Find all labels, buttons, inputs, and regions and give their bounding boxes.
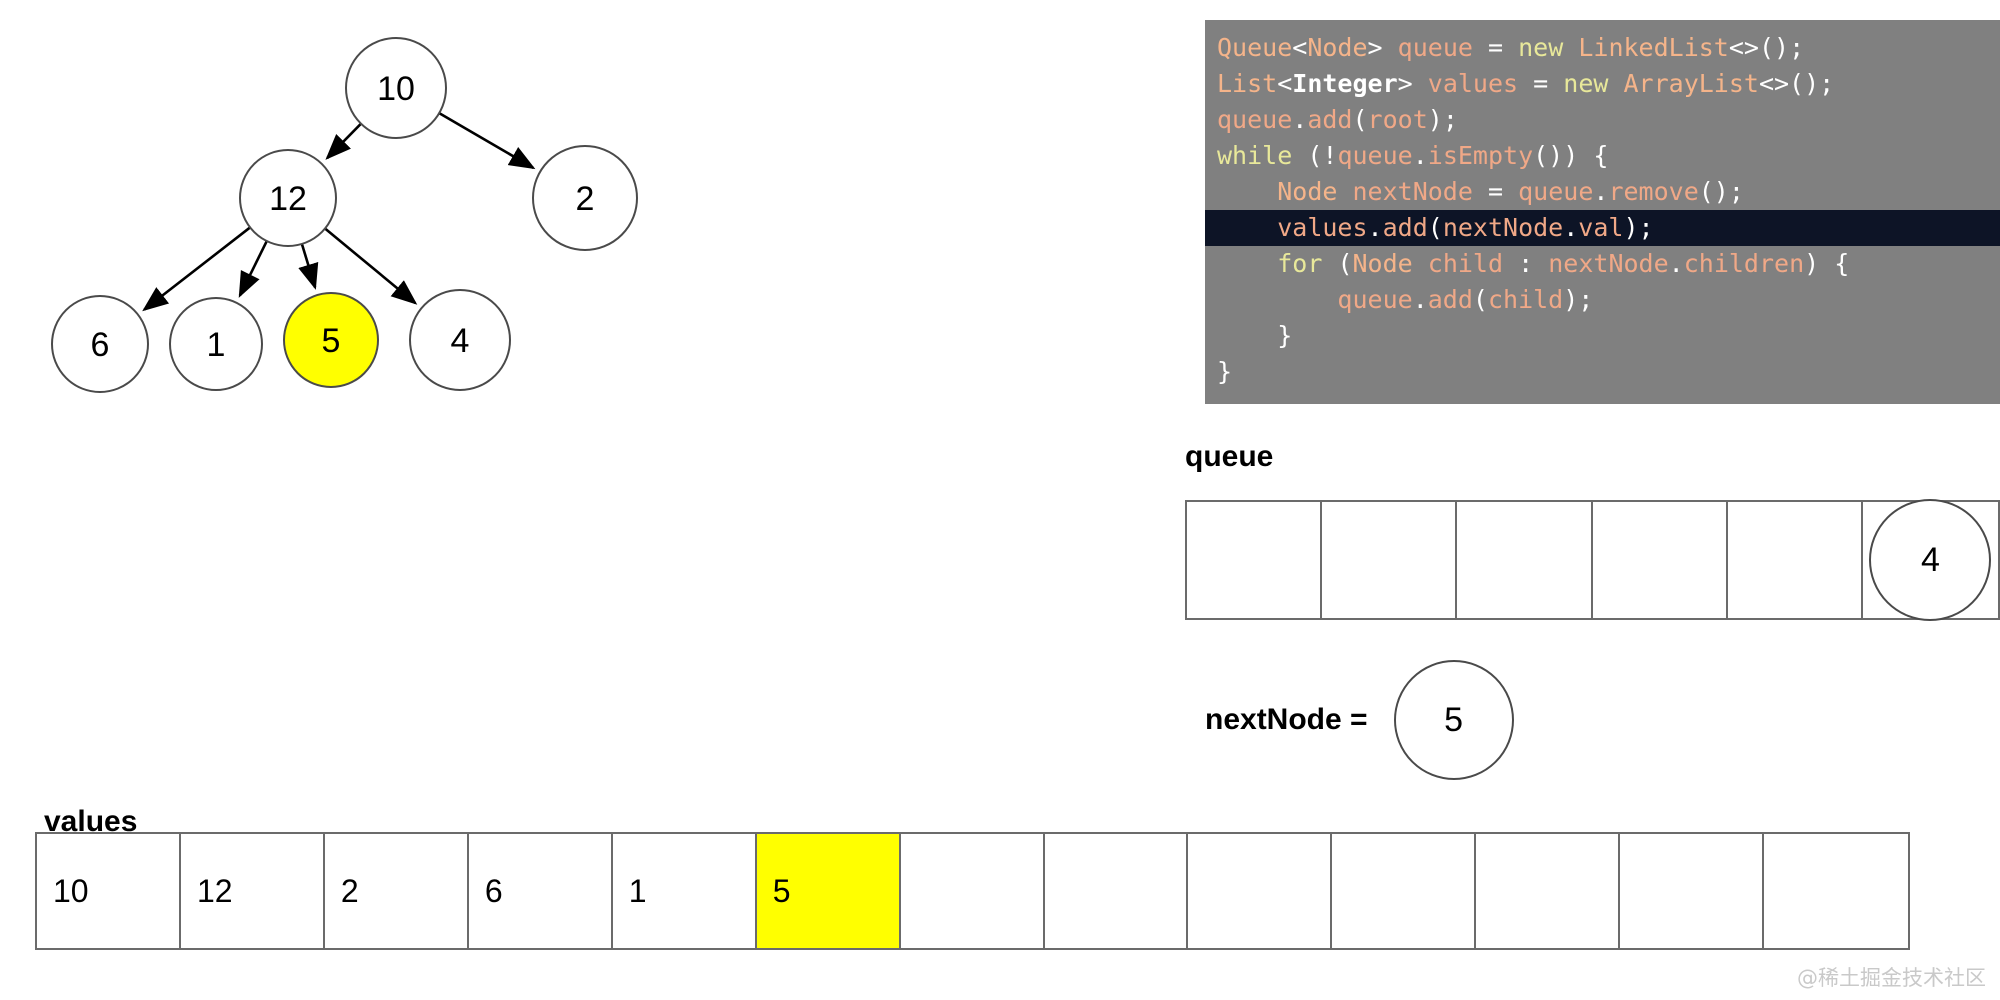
tree-svg: 10 12 2 6 1 5 4 (51, 37, 638, 393)
tree-node-label: 6 (91, 326, 110, 364)
tree-node-label: 12 (269, 180, 307, 218)
values-cell-text: 12 (196, 872, 233, 909)
tree-node-label: 5 (322, 322, 341, 360)
values-cell-text: 6 (484, 872, 503, 909)
tree-node: 6 (51, 295, 149, 393)
code-line: queue.add(root); (1217, 105, 1458, 134)
values-cell: 6 (468, 834, 613, 948)
tree-node-circle (169, 297, 263, 391)
tree-node: 5 (283, 292, 379, 388)
tree-node-label: 4 (451, 322, 470, 360)
values-cell-text: 5 (772, 872, 791, 909)
tree-node-label: 2 (576, 180, 595, 218)
tree-edges (142, 112, 536, 312)
queue-node-circle: 4 (1869, 499, 1992, 621)
values-array: 10 12 2 6 1 5 (35, 832, 1910, 950)
values-cell: 12 (180, 834, 325, 948)
code-line: for (Node child : nextNode.children) { (1277, 249, 1850, 278)
tree-edge (142, 226, 251, 312)
code-line: } (1277, 321, 1293, 350)
code-line: while (!queue.isEmpty()) { (1217, 141, 1609, 170)
queue-array: 4 (1185, 499, 2000, 621)
tree-node-circle (283, 292, 379, 388)
tree-node-circle (51, 295, 149, 393)
nextnode-label: nextNode = (1205, 703, 1368, 736)
tree-nodes: 10 12 2 6 1 5 4 (51, 37, 638, 393)
tree-edge (324, 227, 418, 305)
tree-edge (298, 243, 319, 290)
queue-cell (1187, 502, 1323, 618)
values-cell: 5 (756, 834, 901, 948)
nextnode-group: nextNode = 5 (1205, 660, 1514, 780)
tree-node-circle (532, 145, 638, 251)
code-line: List<Integer> values = new ArrayList<>()… (1217, 69, 1835, 98)
code-line: Queue<Node> queue = new LinkedList<>(); (1217, 33, 1805, 62)
tree-node-circle (409, 289, 511, 391)
tree-edge (238, 240, 268, 298)
code-line: Node nextNode = queue.remove(); (1277, 177, 1744, 206)
nextnode-value-circle: 5 (1393, 660, 1514, 780)
code-line-active: values.add(nextNode.val); (1205, 210, 2000, 246)
queue-label: queue (1185, 440, 1274, 473)
queue-cell: 4 (1862, 499, 1999, 621)
values-cell: 1 (612, 834, 757, 948)
watermark: @稀土掘金技术社区 (1797, 966, 1986, 990)
values-cell-text: 1 (628, 872, 647, 909)
values-cell (1620, 834, 1765, 948)
values-cell-text: 10 (53, 872, 89, 909)
tree-node-label: 1 (207, 326, 226, 364)
values-cell (900, 834, 1045, 948)
values-cell: 10 (37, 834, 181, 948)
queue-cell (1322, 502, 1458, 618)
tree-node: 12 (239, 149, 337, 247)
tree-diagram: 10 12 2 6 1 5 4 (0, 0, 900, 520)
values-cell (1188, 834, 1333, 948)
tree-node-circle (345, 37, 447, 139)
code-line: } (1217, 357, 1233, 386)
code-line: queue.add(child); (1337, 285, 1594, 314)
tree-node: 1 (169, 297, 263, 391)
values-cell: 2 (324, 834, 469, 948)
tree-node-label: 10 (377, 70, 415, 108)
code-block: Queue<Node> queue = new LinkedList<>(); L… (1205, 20, 2000, 404)
tree-node-circle (239, 149, 337, 247)
queue-cell (1457, 502, 1593, 618)
values-cell (1044, 834, 1189, 948)
values-cell (1332, 834, 1477, 948)
tree-edge (438, 112, 536, 170)
tree-node: 2 (532, 145, 638, 251)
tree-node: 4 (409, 289, 511, 391)
values-cell (1476, 834, 1621, 948)
values-cell-text: 2 (340, 872, 359, 909)
values-cell (1764, 834, 1908, 948)
tree-node: 10 (345, 37, 447, 139)
tree-edge (325, 122, 362, 160)
queue-cell (1592, 502, 1728, 618)
queue-cell (1727, 502, 1863, 618)
